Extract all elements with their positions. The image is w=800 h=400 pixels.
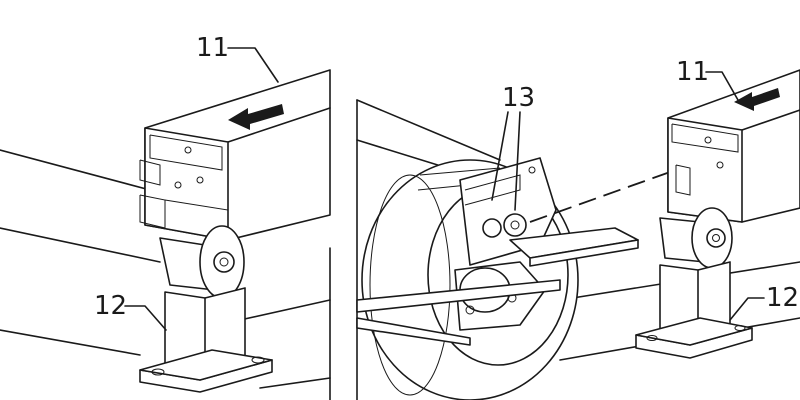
left-floor-line-2 [0, 227, 161, 263]
right-rail-edge [741, 109, 800, 131]
mid-drum-rim [369, 174, 451, 396]
callout-label-right-11: 11 [676, 57, 709, 87]
mid-frame-top [356, 99, 501, 161]
left-roller-carriage [159, 225, 245, 299]
mid-drum-stripe-1 [419, 167, 501, 176]
left-12-leader [124, 305, 167, 331]
left-assembly [0, 47, 331, 400]
left-rail-clip-2 [139, 194, 166, 229]
right-11-leader [705, 71, 739, 101]
right-rail-slot [671, 123, 739, 153]
left-floor-line-3 [0, 329, 141, 356]
callout-label-right-12: 12 [766, 283, 799, 313]
mid-base-rail [356, 279, 561, 313]
right-rail-clip [675, 164, 691, 196]
callout-label-left-11: 11 [196, 33, 229, 63]
mid-13-leader-2 [514, 111, 521, 211]
right-rail-profile [667, 69, 800, 223]
left-support-bracket [139, 287, 273, 393]
left-base-hole-2 [251, 356, 265, 364]
right-direction-arrow [734, 88, 780, 111]
right-rail-hole-1 [704, 136, 712, 144]
callout-label-left-12: 12 [94, 291, 127, 321]
mid-lower-bracket [356, 261, 561, 346]
left-base-hole-1 [151, 368, 165, 376]
left-11-leader [227, 47, 279, 83]
mid-screw-2-core [510, 220, 520, 230]
middle-assembly [356, 99, 800, 400]
left-roller-axle [219, 257, 229, 267]
left-rail-profile [139, 69, 331, 241]
right-12-leader [729, 297, 765, 321]
callout-label-mid-13: 13 [502, 83, 535, 113]
left-rail-hole-1 [184, 146, 192, 154]
left-floor-line-4 [239, 299, 331, 321]
right-bracket-base-top [635, 317, 753, 346]
left-rail-slot [149, 134, 223, 171]
left-roller-hub [213, 251, 235, 273]
mid-13-leader-1 [491, 111, 509, 201]
mid-tray-side [529, 239, 639, 267]
left-floor-line-5 [259, 377, 331, 389]
right-roller-axle [712, 234, 720, 242]
mid-bracket-hole-1 [465, 305, 475, 315]
left-direction-arrow [228, 104, 284, 130]
left-rail-hole-3 [174, 181, 182, 189]
left-rail-hole-2 [196, 176, 204, 184]
right-roller-carriage [659, 207, 733, 269]
mid-slide-tray [509, 227, 639, 267]
right-rail-hole-2 [716, 161, 724, 169]
left-rail-edge [227, 107, 331, 143]
right-base-hole-2 [734, 325, 746, 331]
right-base-hole-1 [646, 335, 658, 341]
mid-base-rail-2 [356, 317, 471, 346]
right-roller-hub [706, 228, 726, 248]
left-bracket-base-top [139, 349, 273, 381]
mid-screw-2 [503, 213, 527, 237]
left-floor-line-1 [0, 149, 151, 191]
left-rail-clip [139, 159, 161, 186]
mid-screw-1 [482, 218, 502, 238]
right-assembly [635, 69, 800, 359]
right-support-bracket [635, 261, 753, 359]
mid-plate-hole [528, 166, 536, 174]
left-rail-inner [164, 199, 229, 232]
